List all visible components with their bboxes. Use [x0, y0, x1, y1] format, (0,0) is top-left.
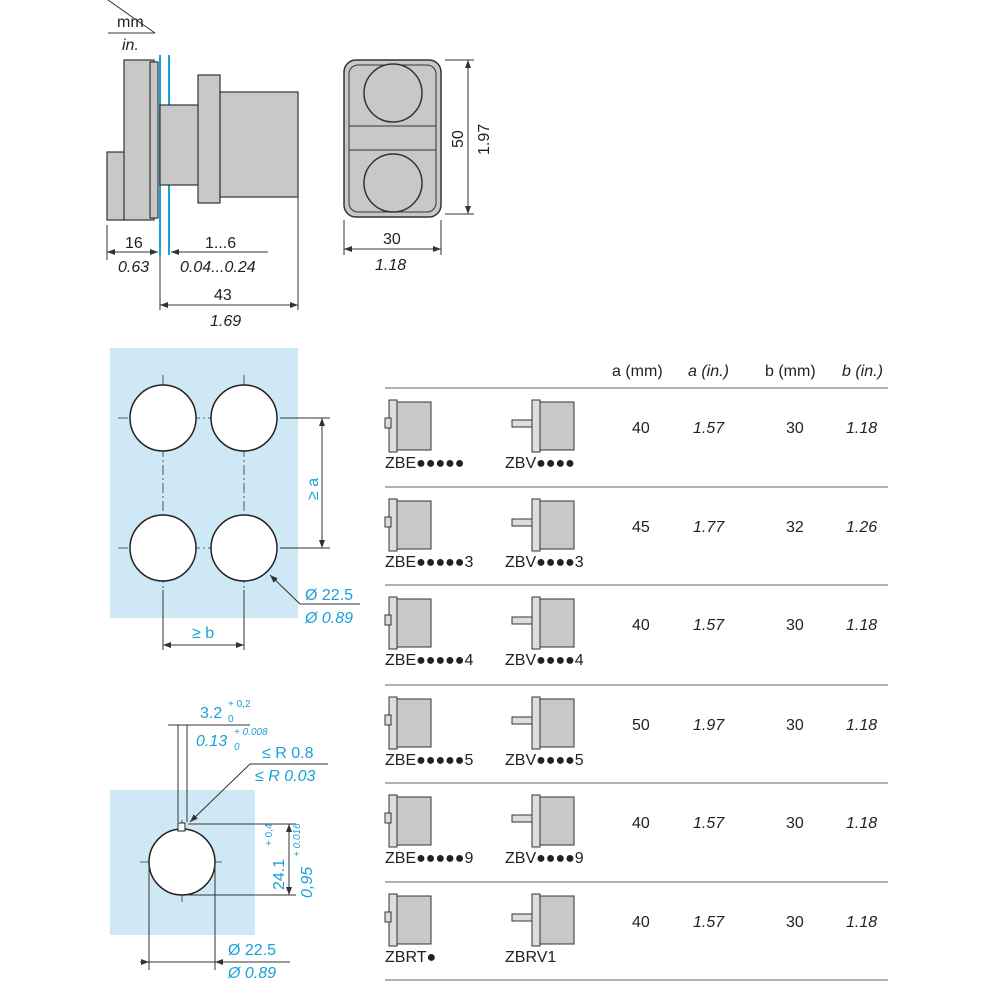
cell-b-in: 1.18: [846, 815, 877, 832]
cell-left: ZBRT●: [385, 949, 436, 966]
dim-16: 16: [125, 235, 143, 252]
contact-block-icon: [384, 794, 432, 848]
hole-dia-mm: Ø 22.5: [228, 942, 276, 959]
light-block-icon: [511, 498, 575, 552]
cell-b-in: 1.18: [846, 914, 877, 931]
hole-detail: [110, 790, 255, 935]
cell-a-mm: 50: [632, 717, 650, 734]
key-width-in-low: 0: [234, 742, 240, 753]
table-row: ZBE●●●●●4 ZBV●●●●4 40 1.57 30 1.18: [384, 596, 877, 669]
cell-a-mm: 40: [632, 617, 650, 634]
light-block-icon: [511, 399, 575, 453]
header-b-in: b (in.): [842, 363, 883, 380]
front-view: [343, 59, 442, 218]
cell-a-mm: 40: [632, 815, 650, 832]
contact-block-icon: [384, 399, 432, 453]
cell-b-mm: 30: [786, 717, 804, 734]
table-row: ZBE●●●●●3 ZBV●●●●3 45 1.77 32 1.26: [384, 498, 877, 571]
cell-left: ZBE●●●●●5: [385, 752, 473, 769]
cell-a-in: 1.57: [693, 914, 725, 931]
table-row: ZBE●●●●●9 ZBV●●●●9 40 1.57 30 1.18: [384, 794, 877, 867]
unit-in: in.: [122, 37, 139, 54]
table-row: ZBE●●●●● ZBV●●●● 40 1.57 30 1.18: [384, 399, 877, 472]
dim-a: ≥ a: [305, 478, 322, 500]
dim-50: 50: [450, 130, 467, 148]
table-row: ZBE●●●●●5 ZBV●●●●5 50 1.97 30 1.18: [384, 696, 877, 769]
height-mm: 24.1: [271, 859, 288, 890]
cell-a-in: 1.97: [693, 717, 725, 734]
dim-0-04-0-24: 0.04...0.24: [180, 259, 256, 276]
height-in: 0,95: [299, 867, 316, 898]
contact-block-icon: [384, 596, 432, 650]
contact-block-icon: [384, 893, 432, 947]
key-width-mm-tol: + 0,2: [228, 699, 251, 710]
unit-mm: mm: [117, 14, 144, 31]
cell-right: ZBV●●●●4: [505, 652, 584, 669]
dim-1-97: 1.97: [476, 124, 493, 155]
radius-in: ≤ R 0.03: [255, 768, 315, 785]
cutout-dia-in: Ø 0.89: [304, 610, 353, 627]
cell-b-mm: 30: [786, 617, 804, 634]
side-view: [106, 55, 299, 255]
cell-b-in: 1.18: [846, 420, 877, 437]
cell-right: ZBV●●●●: [505, 455, 575, 472]
header-b-mm: b (mm): [765, 363, 816, 380]
unit-divider: [107, 0, 156, 34]
hole-dia-in: Ø 0.89: [227, 965, 276, 982]
radius-mm: ≤ R 0.8: [262, 745, 314, 762]
cell-left: ZBE●●●●●3: [385, 554, 473, 571]
height-mm-tol: + 0,4: [264, 823, 275, 846]
light-block-icon: [511, 893, 575, 947]
dim-0-63: 0.63: [118, 259, 149, 276]
cell-a-mm: 40: [632, 914, 650, 931]
cell-left: ZBE●●●●●4: [385, 652, 473, 669]
key-width-mm-low: 0: [228, 714, 234, 725]
height-in-tol: + 0.016: [292, 823, 303, 857]
cell-a-in: 1.57: [693, 617, 725, 634]
cutout-dia-mm: Ø 22.5: [305, 587, 353, 604]
cell-right: ZBV●●●●5: [505, 752, 584, 769]
header-a-in: a (in.): [688, 363, 729, 380]
key-width-in-tol: + 0.008: [234, 727, 268, 738]
dim-30: 30: [383, 231, 401, 248]
dimension-table: a (mm) a (in.) b (mm) b (in.) ZBE●●●●●ZB…: [384, 363, 888, 981]
cell-b-in: 1.26: [846, 519, 877, 536]
cell-b-mm: 30: [786, 420, 804, 437]
header-a-mm: a (mm): [612, 363, 663, 380]
light-block-icon: [511, 596, 575, 650]
dim-43: 43: [214, 287, 232, 304]
key-width-in: 0.13: [196, 733, 227, 750]
cell-b-in: 1.18: [846, 617, 877, 634]
light-block-icon: [511, 794, 575, 848]
cell-a-mm: 45: [632, 519, 650, 536]
cell-right: ZBV●●●●3: [505, 554, 584, 571]
cell-b-in: 1.18: [846, 717, 877, 734]
table-row: ZBRT● ZBRV1 40 1.57 30 1.18: [384, 893, 877, 966]
dim-1-6: 1...6: [205, 235, 236, 252]
cell-left: ZBE●●●●●9: [385, 850, 473, 867]
cell-b-mm: 32: [786, 519, 804, 536]
cell-a-mm: 40: [632, 420, 650, 437]
panel-cutout: [110, 348, 298, 618]
contact-block-icon: [384, 696, 432, 750]
cell-a-in: 1.77: [693, 519, 725, 536]
dim-1-69: 1.69: [210, 313, 241, 330]
cell-a-in: 1.57: [693, 815, 725, 832]
cell-right: ZBV●●●●9: [505, 850, 584, 867]
cell-b-mm: 30: [786, 914, 804, 931]
key-width-mm: 3.2: [200, 705, 222, 722]
dim-1-18: 1.18: [375, 257, 406, 274]
cell-b-mm: 30: [786, 815, 804, 832]
light-block-icon: [511, 696, 575, 750]
dim-b: ≥ b: [192, 625, 214, 642]
cell-left: ZBE●●●●●: [385, 455, 464, 472]
contact-block-icon: [384, 498, 432, 552]
cell-right: ZBRV1: [505, 949, 556, 966]
cell-a-in: 1.57: [693, 420, 725, 437]
